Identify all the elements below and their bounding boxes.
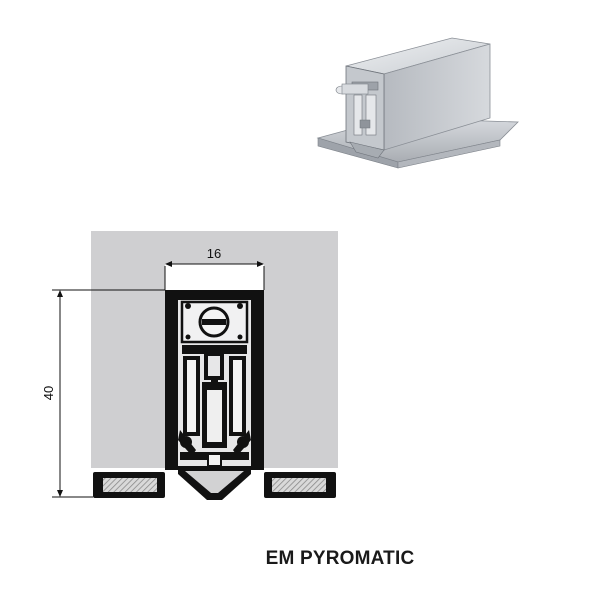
intumescent-strip-left — [93, 472, 165, 498]
product-name: EM PYROMATIC — [265, 548, 415, 569]
perspective-profile-illustration — [316, 37, 519, 169]
height-dimension: 40 — [41, 289, 165, 498]
drop-mechanism — [178, 345, 251, 467]
width-dimension: 16 — [164, 246, 265, 290]
door-leaf-left — [91, 231, 165, 468]
width-dimension-label: 16 — [207, 246, 221, 261]
cross-section-drawing: 16 40 — [41, 231, 338, 500]
intumescent-strip-right — [264, 472, 336, 498]
housing-profile — [165, 290, 264, 470]
adjustment-screw — [180, 300, 249, 344]
door-leaf-top — [91, 231, 338, 264]
height-dimension-label: 40 — [41, 386, 56, 400]
door-leaf-right — [264, 231, 338, 468]
